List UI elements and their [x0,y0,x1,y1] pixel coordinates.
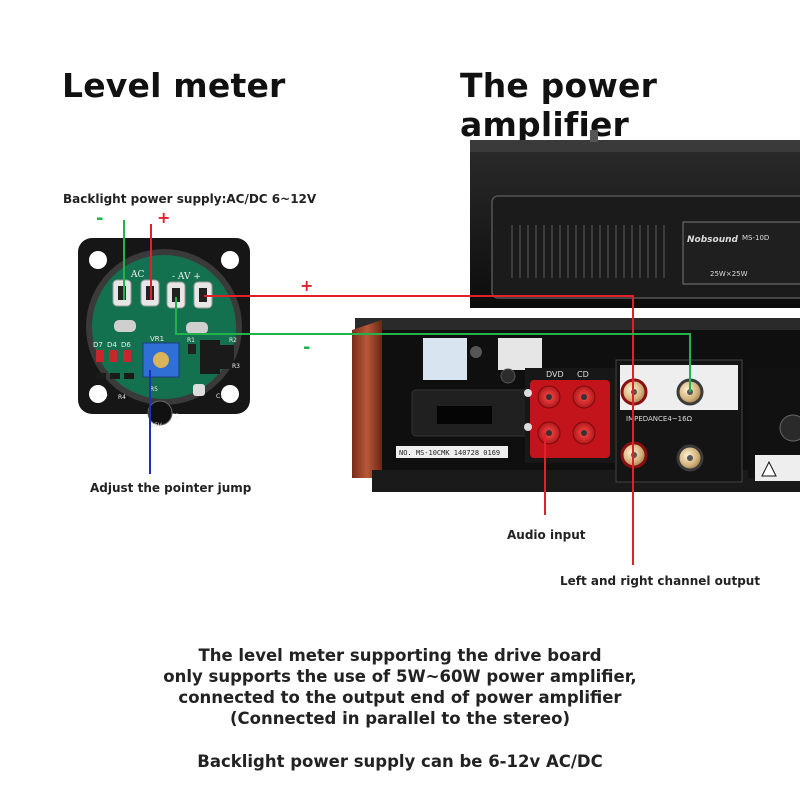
av-silkscreen: - AV + [172,272,201,282]
r5-silkscreen: R5 [150,386,158,393]
backlight-minus-sign: - [96,208,104,229]
c1-silkscreen: C1 [216,393,224,400]
vr1-silkscreen: VR1 [150,335,164,343]
rca-jack[interactable] [572,421,596,445]
rca-jack[interactable] [572,385,596,409]
audio-input-label: Audio input [507,528,586,542]
d4-silkscreen: D4 [107,341,117,349]
rca-jack[interactable] [537,385,561,409]
signal-minus-sign: - [303,337,311,358]
amplifier-top-chassis: Nobsound MS-10D 25W×25W [470,130,800,308]
power-rating-label: 25W×25W [710,270,748,278]
rca-jack[interactable] [537,421,561,445]
c2-silkscreen: C2 [171,413,179,420]
footer-line: The level meter supporting the drive boa… [198,646,602,665]
serial-number: NO. MS-10CMK 140728 0169 [399,449,500,457]
power-amplifier-heading: The power amplifier [460,66,658,144]
d7-silkscreen: D7 [93,341,103,349]
vent-grill [511,225,665,278]
signal-plus-sign: + [300,276,314,295]
level-meter-heading: Level meter [62,66,286,105]
r7-silkscreen: R7 [100,394,108,401]
speaker-terminal[interactable] [676,444,704,472]
dvd-label: DVD [546,370,564,379]
lr-output-label: Left and right channel output [560,574,761,588]
wires [123,220,691,565]
capacitor-rating: 16V [150,422,163,429]
backlight-supply-label: Backlight power supply:AC/DC 6~12V [63,192,317,206]
footer-line: only supports the use of 5W~60W power am… [163,667,637,686]
backlight-note: Backlight power supply can be 6-12v AC/D… [197,752,603,771]
r4-silkscreen: R4 [118,394,126,401]
r3-silkscreen: R3 [232,363,240,370]
footer-line: connected to the output end of power amp… [178,688,622,707]
cd-label: CD [577,370,589,379]
amplifier-rear-panel: NO. MS-10CMK 140728 0169 DVD CD IMPEDAN [352,318,800,492]
brand-label: Nobsound [687,235,739,245]
av-minus-wire [175,297,691,392]
av-plus-wire [204,295,634,565]
footer-line: (Connected in parallel to the stereo) [230,709,570,728]
compatibility-note: The level meter supporting the drive boa… [0,645,800,729]
d6-silkscreen: D6 [121,341,131,349]
ac-silkscreen: AC [130,270,144,280]
r1-silkscreen: R1 [187,337,195,344]
model-label: MS-10D [742,234,769,242]
adjust-pointer-label: Adjust the pointer jump [90,481,252,495]
impedance-label: IMPEDANCE4~16Ω [626,415,693,423]
backlight-plus-sign: + [157,208,171,227]
r2-silkscreen: R2 [229,337,237,344]
